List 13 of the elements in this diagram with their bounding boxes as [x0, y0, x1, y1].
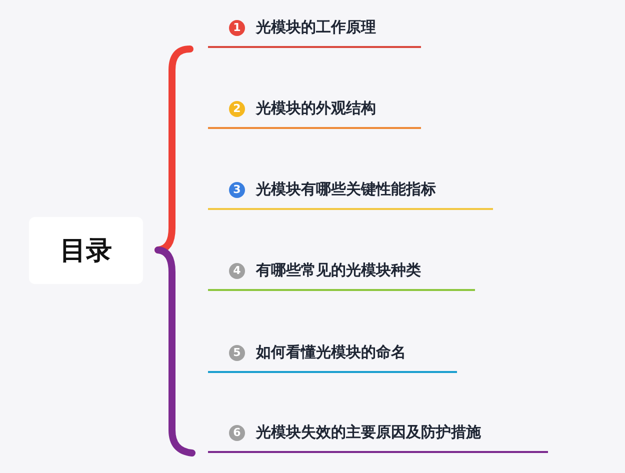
number-badge: 2 [229, 101, 245, 117]
topic-title: 光模块的外观结构 [256, 99, 376, 118]
topic-title: 光模块有哪些关键性能指标 [256, 180, 436, 199]
number-badge: 6 [229, 425, 245, 441]
title-text: 目录 [60, 235, 112, 268]
topic-title: 光模块失效的主要原因及防护措施 [256, 423, 481, 442]
topic-title: 有哪些常见的光模块种类 [256, 261, 421, 280]
number-badge: 4 [229, 263, 245, 279]
topic-title: 如何看懂光模块的命名 [256, 343, 406, 362]
topic-title: 光模块的工作原理 [256, 18, 376, 37]
number-badge: 5 [229, 345, 245, 361]
number-badge: 1 [229, 20, 245, 36]
number-badge: 3 [229, 182, 245, 198]
